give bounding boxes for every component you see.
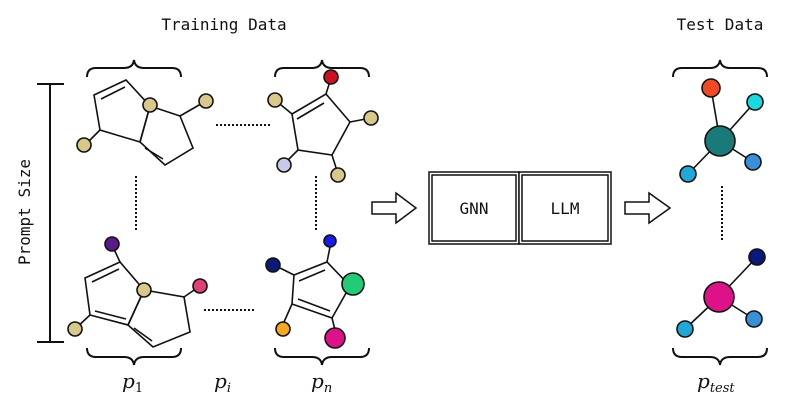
test-data-heading: Test Data xyxy=(677,15,764,34)
llm-box xyxy=(518,171,612,245)
arrow-to-test xyxy=(624,191,672,225)
label-pi: pi xyxy=(214,369,231,396)
brace-bottom-pn xyxy=(274,347,370,366)
label-ptest-sub: test xyxy=(710,381,736,396)
molecule-bottom-right xyxy=(265,234,365,349)
gnn-box xyxy=(428,171,520,245)
molecule-top-right xyxy=(267,69,379,183)
test-graph-bottom xyxy=(676,248,766,338)
dotted-separators xyxy=(135,124,723,311)
label-ptest-base: p xyxy=(697,369,710,393)
molecule-bottom-left xyxy=(67,236,208,348)
label-p1: p1 xyxy=(122,369,143,396)
brace-bottom-test xyxy=(672,347,768,366)
arrow-to-model xyxy=(371,191,418,225)
brace-bottom-p1 xyxy=(86,347,182,366)
prompt-size-label: Prompt Size xyxy=(15,159,34,265)
training-data-heading: Training Data xyxy=(161,15,286,34)
label-pn: pn xyxy=(311,369,332,396)
brace-top-p1 xyxy=(86,59,182,78)
llm-label: LLM xyxy=(551,199,580,218)
brace-top-test xyxy=(672,59,768,78)
label-p1-sub: 1 xyxy=(135,381,143,396)
label-pi-sub: i xyxy=(227,381,231,396)
label-ptest: ptest xyxy=(697,369,735,396)
test-graph-top xyxy=(679,78,764,183)
label-p1-base: p xyxy=(122,369,135,393)
gnn-label: GNN xyxy=(460,199,489,218)
prompt-size-bracket xyxy=(37,83,64,343)
brace-top-pn xyxy=(274,59,370,78)
label-pn-sub: n xyxy=(324,381,332,396)
label-pi-base: p xyxy=(214,369,227,393)
label-pn-base: p xyxy=(311,369,324,393)
molecule-top-left xyxy=(76,79,214,166)
